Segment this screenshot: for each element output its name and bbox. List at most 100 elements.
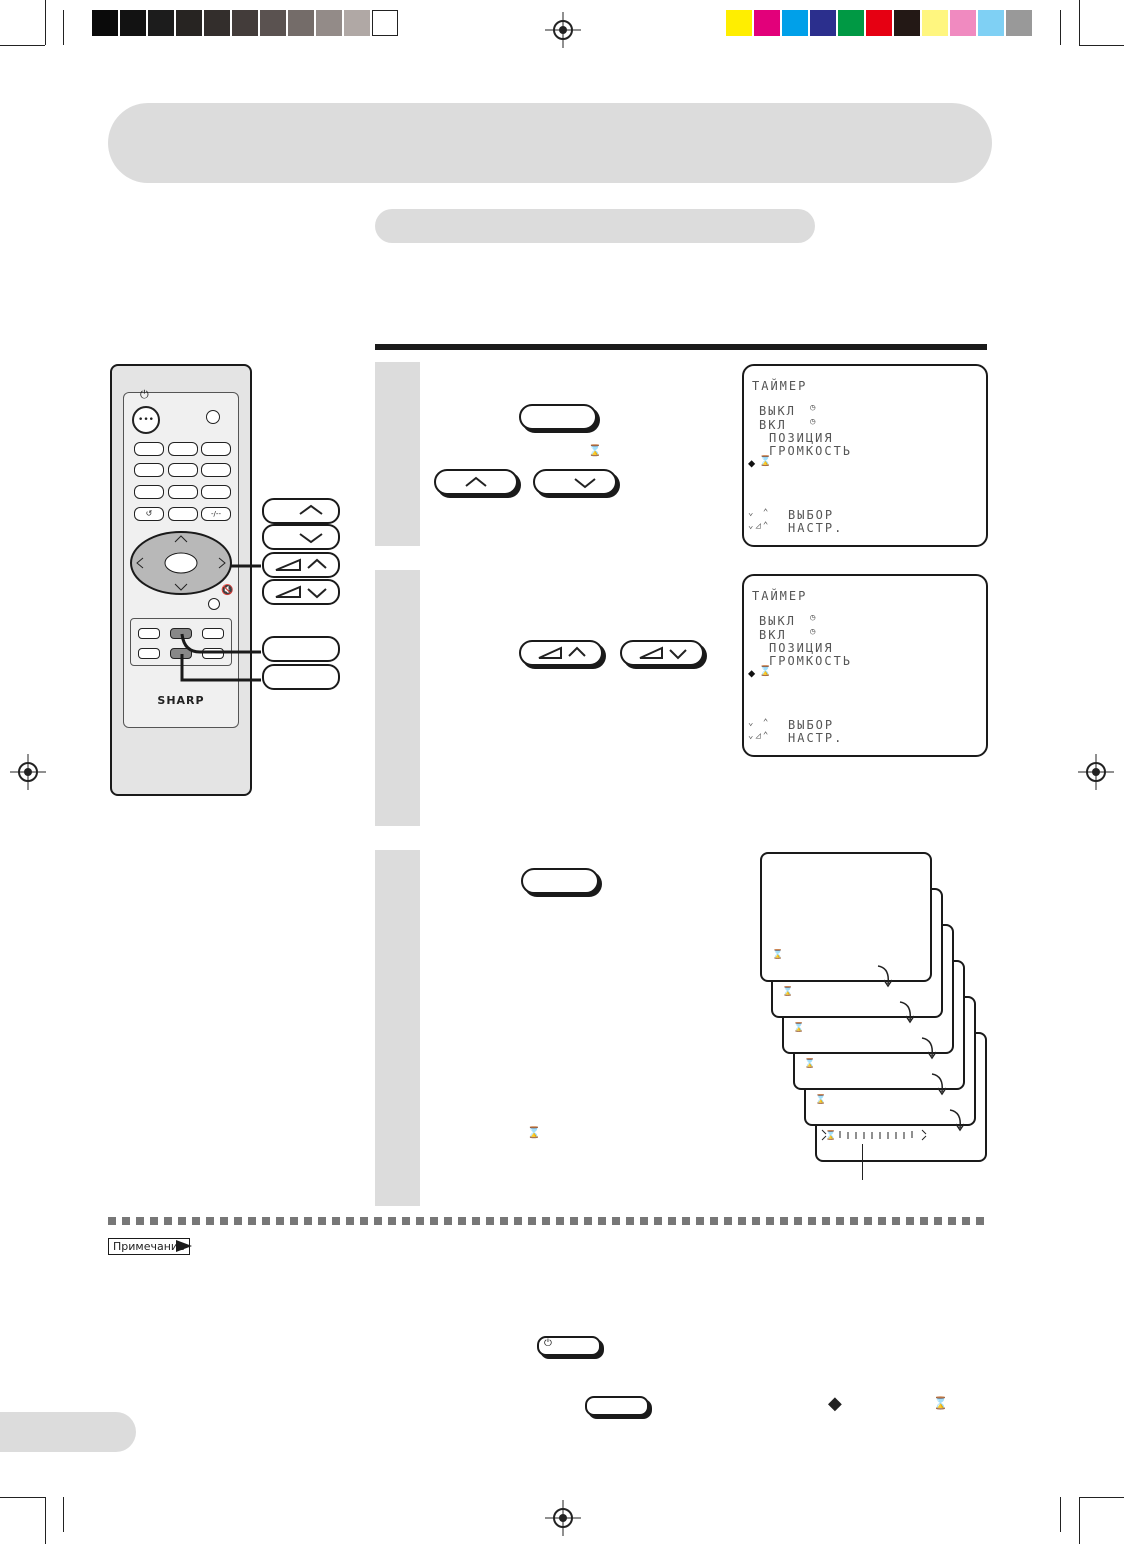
gray-swatch xyxy=(288,10,314,36)
ok-callout-button[interactable] xyxy=(262,664,340,690)
gray-swatch xyxy=(148,10,174,36)
function-button[interactable] xyxy=(138,628,160,639)
numeric-button[interactable] xyxy=(168,507,198,521)
power-icon: ⏻ xyxy=(140,388,149,401)
crop-mark xyxy=(63,1497,64,1532)
hourglass-icon: ⌛ xyxy=(933,1396,948,1410)
clock-icon: ◷ xyxy=(810,627,818,637)
hourglass-icon: ⌛ xyxy=(782,987,794,997)
crop-mark xyxy=(1079,1497,1124,1498)
footer-select: ВЫБОР xyxy=(788,718,835,732)
footer-adjust: НАСТР. xyxy=(788,731,844,745)
step-2-bar xyxy=(375,570,420,826)
countdown-screen xyxy=(760,852,932,982)
function-button[interactable] xyxy=(202,628,224,639)
channel-down-button[interactable] xyxy=(262,524,340,550)
hourglass-icon: ⌛ xyxy=(793,1023,805,1033)
gray-swatch xyxy=(204,10,230,36)
hourglass-icon: ⌛ xyxy=(825,1131,837,1141)
up-button[interactable] xyxy=(434,469,518,495)
color-swatch xyxy=(978,10,1004,36)
menu-callout-button[interactable] xyxy=(262,636,340,662)
note-arrow-icon xyxy=(176,1240,192,1252)
hourglass-icon: ⌛ xyxy=(759,666,774,677)
crop-mark xyxy=(1079,1497,1080,1544)
remote-control: ••• ⏻ ↺ -/-- 🔇 SHARP xyxy=(110,364,252,796)
numeric-button[interactable] xyxy=(134,485,164,499)
color-swatch xyxy=(810,10,836,36)
gray-swatch xyxy=(176,10,202,36)
indicator-led xyxy=(206,410,220,424)
round-button[interactable] xyxy=(208,598,220,610)
clock-icon: ◷ xyxy=(810,403,818,413)
function-button[interactable] xyxy=(138,648,160,659)
timer-menu-screen: ТАЙМЕР ВЫКЛ ◷ ВКЛ ◷ ПОЗИЦИЯ ГРОМКОСТЬ ◆ … xyxy=(742,364,988,547)
gray-swatch xyxy=(120,10,146,36)
section-rule xyxy=(375,344,987,350)
crop-mark xyxy=(45,1497,46,1544)
registration-mark-icon xyxy=(10,754,46,790)
hourglass-icon: ⌛ xyxy=(804,1059,816,1069)
note-separator xyxy=(108,1217,988,1225)
color-swatch xyxy=(838,10,864,36)
numeric-button[interactable] xyxy=(168,442,198,456)
up-down-icon: ⌄ ⌃ xyxy=(748,718,771,728)
channel-up-button[interactable] xyxy=(262,498,340,524)
crop-mark xyxy=(0,1497,45,1498)
footer-select: ВЫБОР xyxy=(788,508,835,522)
title-banner xyxy=(108,103,992,183)
numeric-button[interactable] xyxy=(168,463,198,477)
volume-up-button[interactable] xyxy=(519,640,603,666)
numeric-button[interactable] xyxy=(201,485,231,499)
color-swatch xyxy=(950,10,976,36)
numeric-button[interactable] xyxy=(134,442,164,456)
volume-down-button[interactable] xyxy=(262,579,340,605)
selection-diamond-icon: ◆ xyxy=(748,666,758,680)
crop-mark xyxy=(1079,45,1124,46)
volume-up-button[interactable] xyxy=(262,552,340,578)
color-swatch xyxy=(726,10,752,36)
menu-item-volume: ГРОМКОСТЬ xyxy=(769,444,853,458)
menu-button[interactable] xyxy=(521,868,599,894)
direction-pad[interactable] xyxy=(129,530,233,596)
color-swatch xyxy=(866,10,892,36)
flashback-button[interactable]: ↺ xyxy=(134,507,164,521)
hourglass-icon: ⌛ xyxy=(759,456,774,467)
selection-diamond-icon: ◆ xyxy=(748,456,758,470)
numeric-button[interactable] xyxy=(134,463,164,477)
menu-button[interactable] xyxy=(585,1396,649,1416)
color-swatch xyxy=(782,10,808,36)
menu-button[interactable] xyxy=(170,628,192,639)
gray-swatch xyxy=(316,10,342,36)
menu-item-volume: ГРОМКОСТЬ xyxy=(769,654,853,668)
menu-item-on: ВКЛ xyxy=(759,628,787,642)
mute-icon: 🔇 xyxy=(221,585,234,596)
menu-item-off: ВЫКЛ xyxy=(759,404,796,418)
digit-mode-button[interactable]: -/-- xyxy=(201,507,231,521)
numeric-button[interactable] xyxy=(168,485,198,499)
gray-swatch xyxy=(372,10,398,36)
menu-button[interactable] xyxy=(519,404,597,430)
volume-down-button[interactable] xyxy=(620,640,704,666)
step-1-bar xyxy=(375,362,420,546)
power-standby-button[interactable]: ⏻ xyxy=(537,1336,601,1356)
adjust-icon: ⌄◿⌃ xyxy=(748,731,771,741)
brand-logo: SHARP xyxy=(157,694,205,707)
countdown-arrows xyxy=(877,965,965,1132)
down-button[interactable] xyxy=(533,469,617,495)
color-swatch xyxy=(1006,10,1032,36)
hourglass-icon: ⌛ xyxy=(815,1095,827,1105)
indicator-pointer xyxy=(862,1144,863,1180)
numeric-button[interactable] xyxy=(201,442,231,456)
menu-item-off: ВЫКЛ xyxy=(759,614,796,628)
color-swatch xyxy=(922,10,948,36)
crop-mark xyxy=(63,10,64,45)
crop-mark xyxy=(1060,1497,1061,1532)
power-button[interactable]: ••• xyxy=(132,406,160,434)
timer-menu-screen: ТАЙМЕР ВЫКЛ ◷ ВКЛ ◷ ПОЗИЦИЯ ГРОМКОСТЬ ◆ … xyxy=(742,574,988,757)
gray-swatch xyxy=(344,10,370,36)
numeric-button[interactable] xyxy=(201,463,231,477)
diamond-icon: ◆ xyxy=(828,1393,842,1414)
clock-icon: ◷ xyxy=(810,417,818,427)
crop-mark xyxy=(0,45,45,46)
